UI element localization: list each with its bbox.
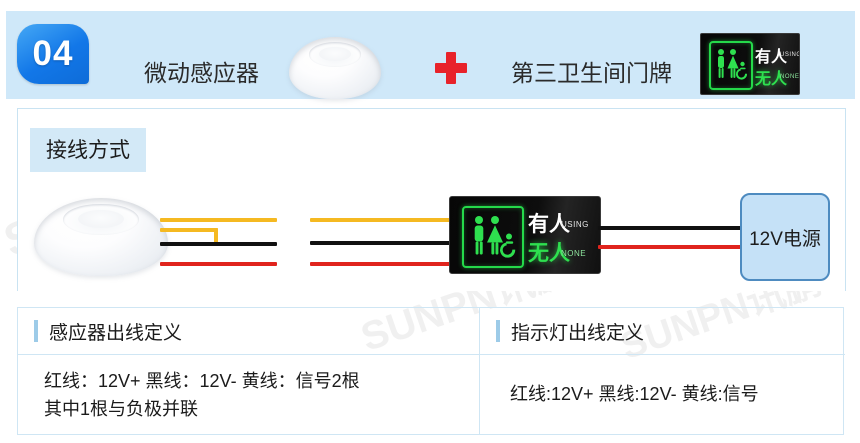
family-restroom-figures-icon — [474, 216, 516, 258]
table-header-indicator: 指示灯出线定义 — [480, 308, 845, 355]
product-label-sign: 第三卫生间门牌 — [511, 60, 672, 86]
sign-occupied-text: 有人 — [528, 213, 570, 236]
accent-bar — [496, 320, 500, 342]
red-positive-wire-to-power — [598, 245, 742, 249]
table-header-sensor: 感应器出线定义 — [18, 308, 479, 355]
family-restroom-figures-icon — [718, 49, 748, 80]
table-body-indicator: 红线:12V+ 黑线:12V- 黄线:信号 — [480, 355, 845, 409]
sign-occupied-text: 有人 — [755, 49, 788, 66]
step-badge: 04 — [17, 24, 89, 84]
sign-vacant-text: 无人 — [528, 242, 570, 265]
step-number: 04 — [32, 34, 74, 73]
product-label-sensor: 微动感应器 — [144, 60, 259, 86]
table-body-sensor: 红线：12V+ 黑线：12V- 黄线：信号2根 其中1根与负极并联 — [18, 355, 479, 424]
table-row: 其中1根与负极并联 — [44, 398, 199, 419]
restroom-occupancy-sign-icon: 有人 USING 无人 NONE — [449, 196, 601, 274]
yellow-signal-wire-to-sign — [310, 218, 456, 222]
sign-vacant-subtext: NONE — [561, 249, 587, 258]
red-positive-wire-to-sign — [310, 262, 456, 266]
table-row: 红线:12V+ 黑线:12V- 黄线:信号 — [510, 384, 759, 404]
red-positive-wire — [160, 262, 277, 266]
sign-vacant-subtext: NONE — [780, 74, 800, 80]
black-negative-wire-to-sign — [310, 241, 456, 245]
table-column-sensor: 感应器出线定义 红线：12V+ 黑线：12V- 黄线：信号2根 其中1根与负极并… — [18, 308, 480, 434]
restroom-pictogram-icon — [462, 206, 524, 268]
wire-definition-table: 感应器出线定义 红线：12V+ 黑线：12V- 黄线：信号2根 其中1根与负极并… — [17, 307, 845, 435]
sign-occupied-subtext: USING — [780, 52, 800, 58]
power-supply-label: 12V电源 — [749, 228, 821, 250]
table-header-indicator-title: 指示灯出线定义 — [511, 322, 645, 344]
sensor-lens-inner — [319, 46, 351, 62]
power-supply-box: 12V电源 — [740, 193, 830, 281]
section-title-wiring: 接线方式 — [30, 128, 146, 172]
yellow-signal-wire-2-jumper — [214, 228, 218, 246]
black-negative-wire-to-power — [598, 226, 742, 230]
sign-vacant-text: 无人 — [755, 71, 788, 88]
sensor-lens-inner — [78, 210, 124, 229]
restroom-pictogram-icon — [709, 41, 753, 90]
header-band: 04 微动感应器 第三卫生间门牌 — [6, 11, 855, 99]
sign-occupied-subtext: USING — [561, 220, 589, 229]
accent-bar — [34, 320, 38, 342]
table-column-indicator: 指示灯出线定义 红线:12V+ 黑线:12V- 黄线:信号 — [480, 308, 845, 434]
motion-sensor-icon — [34, 198, 168, 276]
plus-icon — [435, 52, 467, 84]
restroom-occupancy-sign-icon: 有人 USING 无人 NONE — [700, 33, 800, 95]
yellow-signal-wire-1 — [160, 218, 277, 222]
table-row: 红线：12V+ 黑线：12V- 黄线：信号2根 — [44, 371, 360, 391]
motion-sensor-icon — [289, 37, 381, 99]
black-negative-wire — [160, 242, 277, 246]
yellow-signal-wire-2 — [160, 228, 218, 232]
table-header-sensor-title: 感应器出线定义 — [49, 322, 183, 344]
